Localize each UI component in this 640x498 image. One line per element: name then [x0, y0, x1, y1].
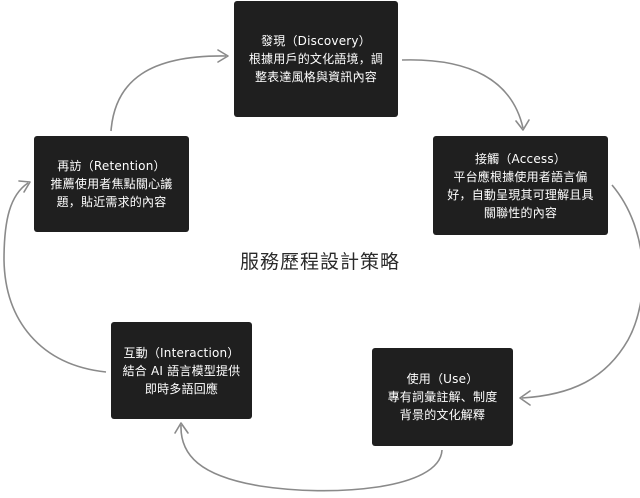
node-access-desc-line1: 平台應根據使用者語言偏 — [453, 169, 588, 184]
node-interaction-desc-line1: 結合 AI 語言模型提供 — [122, 363, 241, 378]
node-retention-desc-line2: 題，貼近需求的內容 — [56, 195, 167, 209]
node-use-title: 使用（Use） — [406, 372, 479, 386]
arrow-head-discovery — [217, 49, 229, 63]
arrow-head-access — [515, 119, 530, 131]
node-access-desc-line2: 好，自動呈現其可理解且具 — [447, 187, 594, 202]
node-access-title: 接觸（Access） — [474, 151, 567, 166]
arrow-discovery-to-access — [401, 59, 524, 129]
node-retention-title: 再訪（Retention） — [57, 159, 166, 173]
node-discovery: 發現（Discovery） 根據用戶的文化語境，調 整表達風格與資訊內容 — [234, 1, 398, 117]
node-interaction-title: 互動（Interaction） — [123, 345, 240, 360]
node-retention: 再訪（Retention） 推薦使用者焦點關心議 題，貼近需求的內容 — [34, 136, 189, 232]
arrow-access-to-use — [521, 184, 640, 399]
arrow-interaction-to-retention — [3, 182, 107, 373]
node-discovery-title: 發現（Discovery） — [261, 34, 371, 48]
node-discovery-desc-line2: 整表達風格與資訊內容 — [254, 70, 377, 84]
node-interaction: 互動（Interaction） 結合 AI 語言模型提供 即時多語回應 — [111, 322, 252, 419]
arrow-use-to-interaction — [180, 424, 443, 492]
arrow-head-interaction — [174, 422, 189, 434]
node-use-desc-line2: 背景的文化解釋 — [399, 408, 486, 422]
node-access: 接觸（Access） 平台應根據使用者語言偏 好，自動呈現其可理解且具 關聯性的… — [433, 136, 608, 235]
node-use-desc-line1: 專有詞彙註解、制度 — [387, 390, 498, 404]
diagram-center-title: 服務歷程設計策略 — [239, 251, 400, 273]
node-discovery-desc-line1: 根據用戶的文化語境，調 — [248, 52, 384, 66]
node-interaction-desc-line2: 即時多語回應 — [144, 381, 219, 396]
arrow-retention-to-discovery — [110, 55, 227, 132]
arrow-head-retention — [18, 180, 31, 193]
node-access-desc-line3: 關聯性的內容 — [483, 205, 558, 220]
node-retention-desc-line1: 推薦使用者焦點關心議 — [50, 177, 173, 191]
arrow-head-use — [519, 390, 531, 406]
node-use: 使用（Use） 專有詞彙註解、制度 背景的文化解釋 — [372, 348, 513, 446]
